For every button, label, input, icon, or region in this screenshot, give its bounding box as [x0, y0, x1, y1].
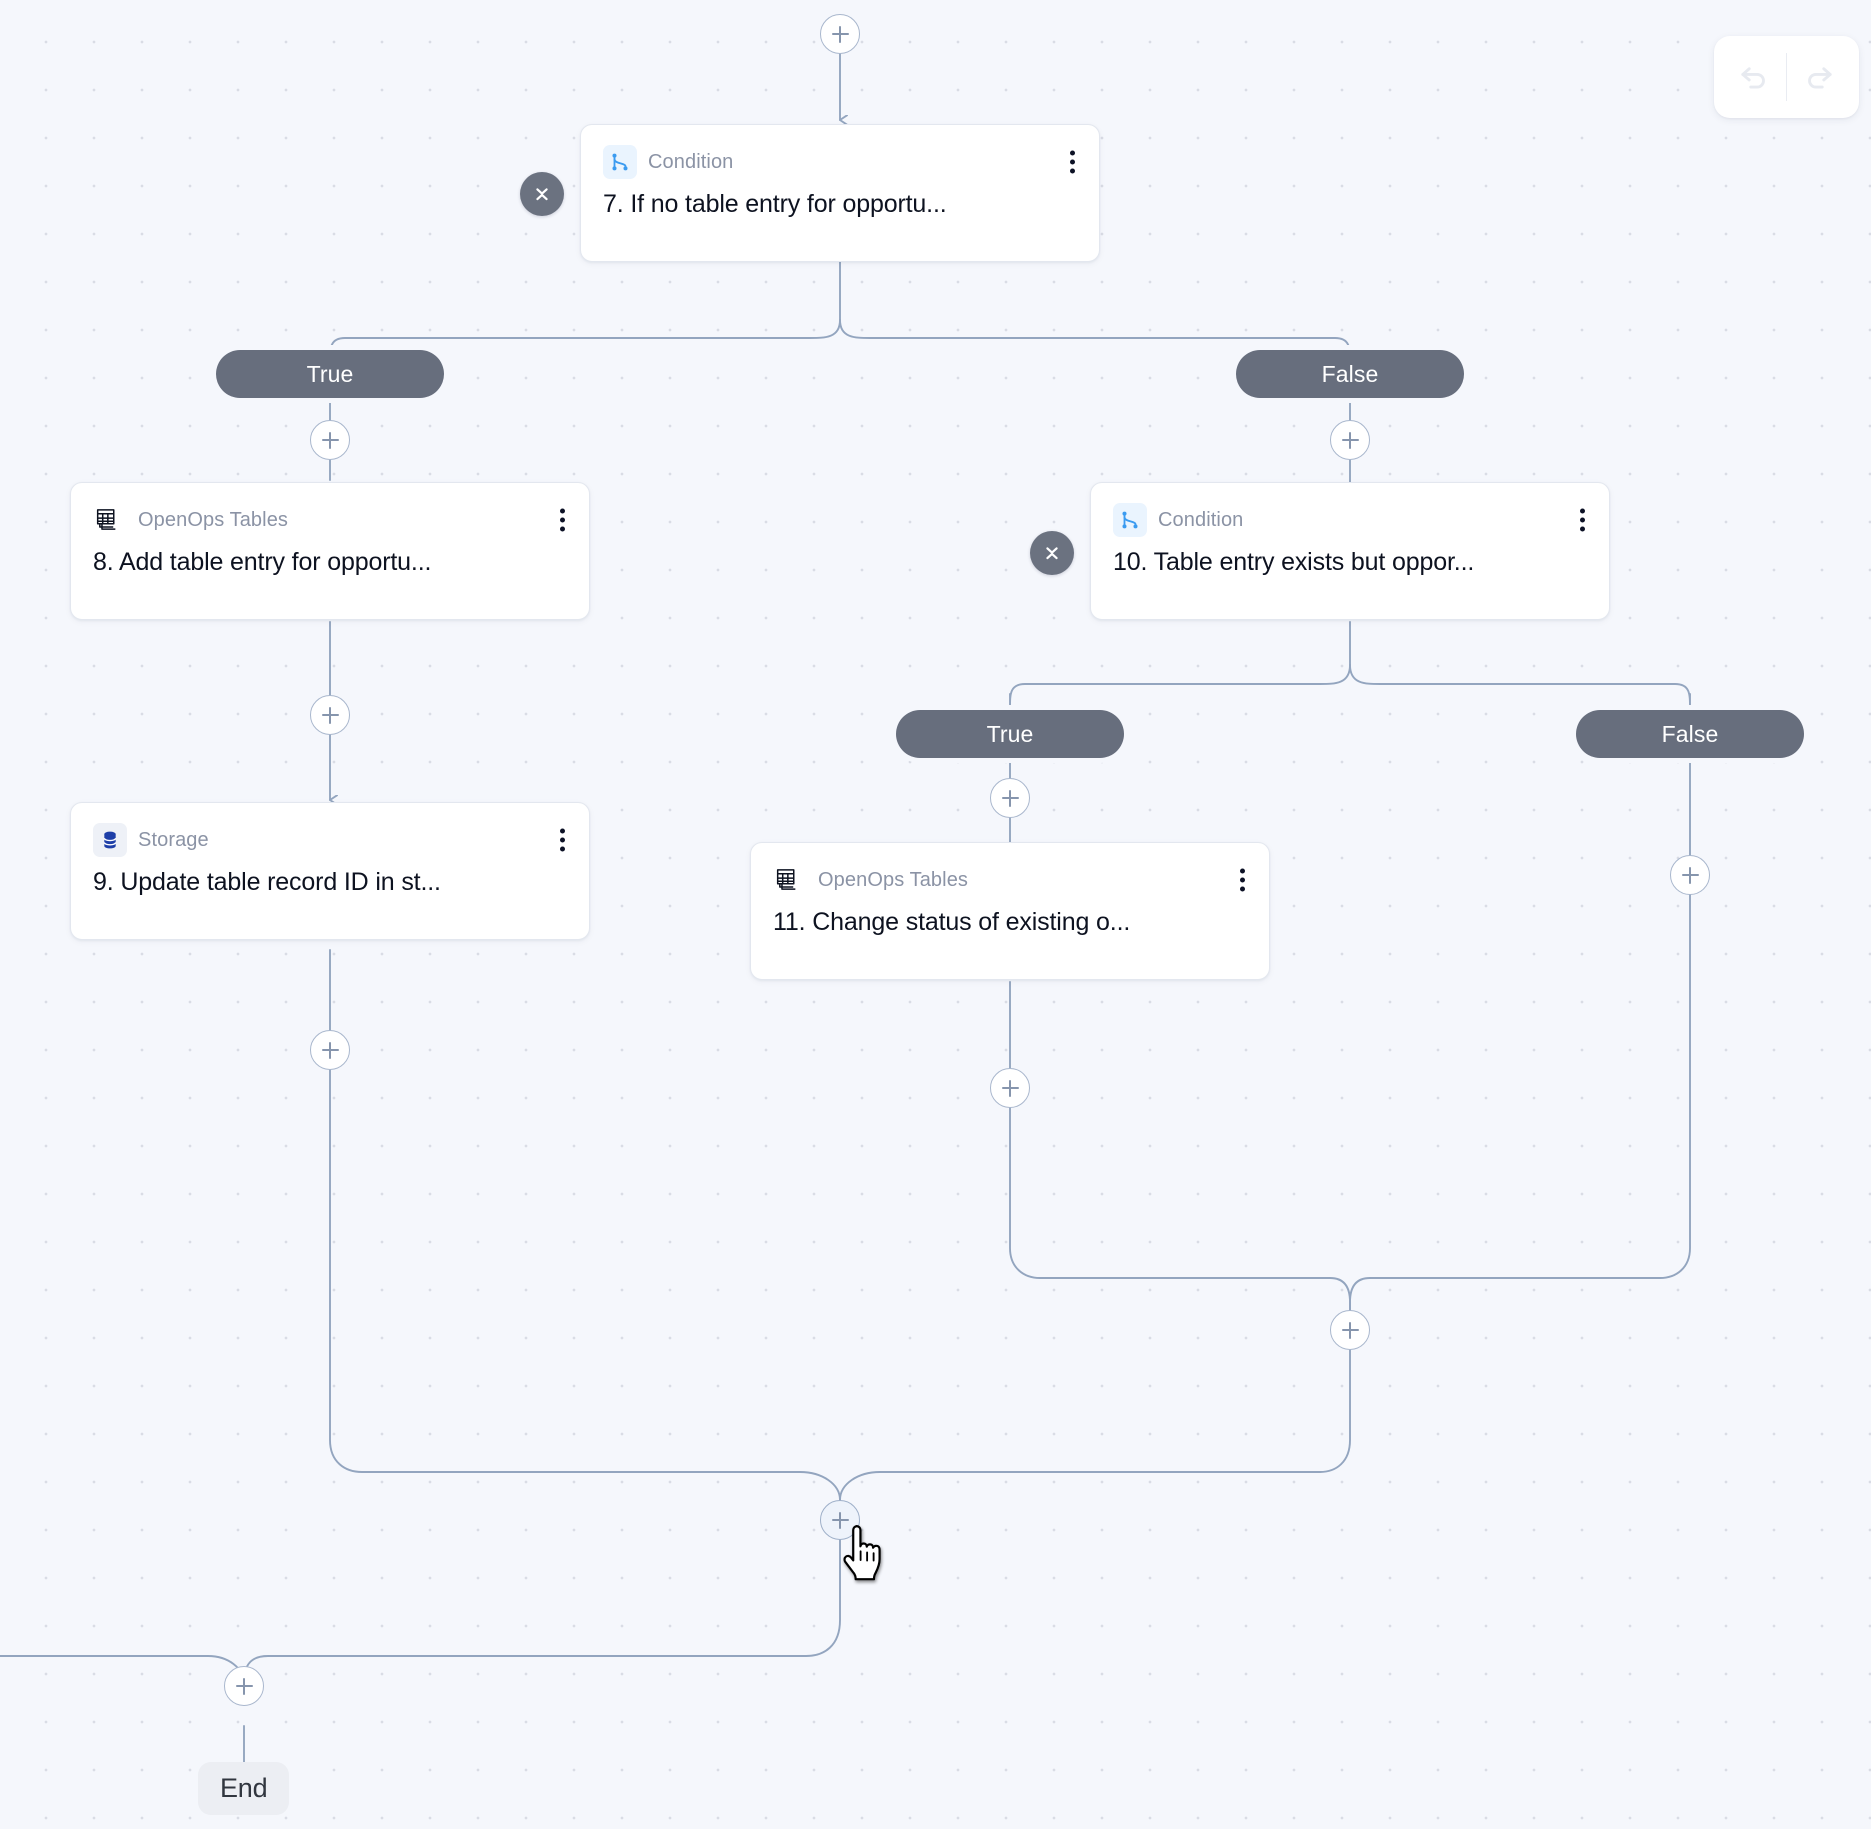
workflow-node-step-11[interactable]: OpenOps Tables 11. Change status of exis…: [750, 842, 1270, 980]
end-node: End: [198, 1762, 290, 1815]
undo-button[interactable]: [1720, 44, 1786, 110]
add-step-button-after-8[interactable]: [310, 695, 350, 735]
node-kind-label: Condition: [648, 150, 734, 173]
branch-pill-label: False: [1661, 720, 1719, 747]
node-kind-label: Storage: [138, 828, 209, 851]
kebab-menu-icon[interactable]: [554, 505, 571, 536]
add-step-button-before-end[interactable]: [224, 1666, 264, 1706]
collapse-toggle-step-7[interactable]: [520, 172, 564, 216]
branch-pill-false-step-10[interactable]: False: [1576, 710, 1804, 758]
end-label: End: [220, 1773, 268, 1803]
branch-pill-true-step-7[interactable]: True: [216, 350, 444, 398]
node-title: 8. Add table entry for opportu...: [93, 548, 432, 576]
workflow-node-step-9[interactable]: Storage 9. Update table record ID in st.…: [70, 802, 590, 940]
history-toolbar[interactable]: [1714, 36, 1859, 118]
branch-pill-false-step-7[interactable]: False: [1236, 350, 1464, 398]
toolbar-divider: [1786, 53, 1787, 101]
add-step-button-merge-10[interactable]: [1330, 1310, 1370, 1350]
collapse-chevrons-icon: [536, 188, 548, 201]
node-header: Condition: [1113, 503, 1587, 537]
add-step-button-after-11[interactable]: [990, 1068, 1030, 1108]
tables-stack-icon: [93, 503, 127, 537]
branch-pill-true-step-10[interactable]: True: [896, 710, 1124, 758]
condition-branch-icon: [603, 145, 637, 179]
redo-arrow-icon: [1808, 67, 1832, 89]
condition-branch-icon: [1113, 503, 1147, 537]
workflow-node-step-7[interactable]: Condition 7. If no table entry for oppor…: [580, 124, 1100, 262]
collapse-chevrons-icon: [1046, 547, 1058, 560]
database-cylinder-icon: [93, 823, 127, 857]
node-header: Condition: [603, 145, 1077, 179]
node-kind-label: OpenOps Tables: [818, 868, 969, 891]
add-step-button-merge-main[interactable]: [820, 1500, 860, 1540]
node-header: OpenOps Tables: [93, 503, 567, 537]
node-title: 7. If no table entry for opportu...: [603, 190, 947, 218]
kebab-menu-icon[interactable]: [554, 825, 571, 856]
add-step-button-top[interactable]: [820, 14, 860, 54]
node-title: 11. Change status of existing o...: [773, 908, 1131, 936]
workflow-node-step-8[interactable]: OpenOps Tables 8. Add table entry for op…: [70, 482, 590, 620]
branch-pill-label: True: [986, 720, 1034, 747]
workflow-node-step-10[interactable]: Condition 10. Table entry exists but opp…: [1090, 482, 1610, 620]
add-step-button-false-10[interactable]: [1670, 855, 1710, 895]
kebab-menu-icon[interactable]: [1574, 505, 1591, 536]
node-kind-label: Condition: [1158, 508, 1244, 531]
node-title: 10. Table entry exists but oppor...: [1113, 548, 1475, 576]
node-kind-label: OpenOps Tables: [138, 508, 289, 531]
add-step-button-after-9[interactable]: [310, 1030, 350, 1070]
add-step-button-true-7[interactable]: [310, 420, 350, 460]
undo-arrow-icon: [1741, 67, 1765, 89]
add-step-button-false-7[interactable]: [1330, 420, 1370, 460]
kebab-menu-icon[interactable]: [1064, 147, 1081, 178]
collapse-toggle-step-10[interactable]: [1030, 531, 1074, 575]
tables-stack-icon: [773, 863, 807, 897]
node-header: OpenOps Tables: [773, 863, 1247, 897]
node-title: 9. Update table record ID in st...: [93, 868, 441, 896]
branch-pill-label: False: [1321, 360, 1379, 387]
node-header: Storage: [93, 823, 567, 857]
add-step-button-true-10[interactable]: [990, 778, 1030, 818]
branch-pill-label: True: [306, 360, 354, 387]
redo-button[interactable]: [1787, 44, 1853, 110]
kebab-menu-icon[interactable]: [1234, 865, 1251, 896]
